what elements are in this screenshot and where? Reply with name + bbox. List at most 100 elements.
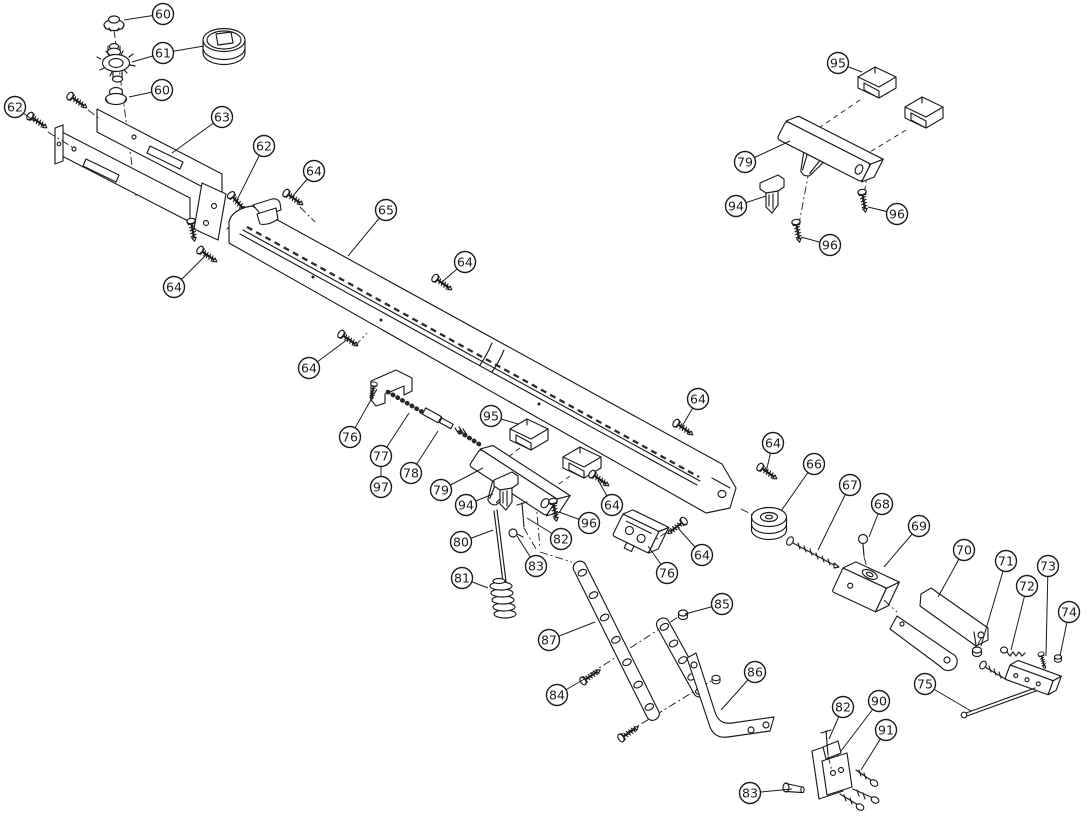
callout-label: 91 [878, 722, 894, 737]
callout-label: 96 [889, 206, 905, 221]
callout-95: 95 [826, 51, 850, 75]
collar-top [103, 15, 125, 32]
callout-label: 81 [454, 570, 470, 585]
callout-label: 60 [155, 6, 171, 21]
callout-label: 64 [694, 547, 710, 562]
callout-64: 64 [302, 159, 326, 183]
tensioner-bracket [370, 369, 413, 407]
callout-label: 90 [871, 693, 887, 708]
screw-62 [24, 109, 51, 133]
callout-64: 64 [162, 275, 186, 299]
callout-80: 80 [449, 530, 473, 554]
callout-75: 75 [913, 672, 937, 696]
callout-82: 82 [831, 695, 855, 719]
callout-label: 76 [659, 565, 675, 580]
callout-64: 64 [761, 431, 785, 455]
callout-72: 72 [1015, 574, 1039, 598]
lag-screws [839, 769, 880, 811]
chain-clip [904, 96, 944, 129]
lag-screw [979, 660, 1008, 681]
callout-86: 86 [743, 660, 767, 684]
header-plate [889, 587, 989, 672]
callout-67: 67 [838, 473, 862, 497]
rail-end-hole [717, 489, 727, 499]
nut [711, 674, 721, 685]
callout-label: 64 [690, 391, 706, 406]
callout-label: 70 [956, 542, 972, 557]
callout-label: 71 [998, 553, 1014, 568]
door-arm-assembly [572, 560, 775, 745]
callout-label: 67 [842, 477, 858, 492]
callout-label: 65 [378, 202, 394, 217]
rail-joint [479, 342, 505, 373]
idler-block [832, 561, 900, 613]
rail-end-assembly [612, 506, 1063, 719]
callout-label: 96 [822, 237, 838, 252]
clevis-pin [782, 782, 805, 794]
leader-line-67 [817, 484, 851, 551]
callout-76: 76 [655, 561, 679, 585]
callout-label: 64 [306, 163, 322, 178]
callout-91: 91 [874, 718, 898, 742]
door-bracket-assembly [782, 729, 880, 811]
screw-96 [856, 187, 871, 215]
callout-64: 64 [686, 387, 710, 411]
callout-64: 64 [297, 356, 321, 380]
collar-bottom [104, 86, 128, 106]
callout-94: 94 [454, 493, 478, 517]
sprocket [96, 42, 136, 83]
release-bolt [516, 501, 537, 550]
pulley-bolt [786, 536, 840, 569]
callout-83: 83 [524, 554, 548, 578]
screw-64c [429, 271, 456, 295]
callout-95: 95 [479, 404, 503, 428]
callout-label: 64 [301, 360, 317, 375]
bracket-end-plate [193, 182, 227, 241]
clevis-bracket [1004, 659, 1062, 696]
callout-label: 64 [765, 435, 781, 450]
bolt [615, 722, 642, 745]
callout-62: 62 [3, 95, 27, 119]
callout-label: 86 [747, 664, 763, 679]
callout-60: 60 [151, 2, 175, 26]
rail [228, 198, 737, 514]
nut-74 [1053, 654, 1063, 663]
callout-64: 64 [600, 493, 624, 517]
callout-label: 73 [1040, 558, 1056, 573]
release-knob [508, 528, 524, 538]
chain-clip [857, 66, 897, 99]
callout-label: 78 [403, 465, 419, 480]
callout-83: 83 [738, 781, 762, 805]
callout-label: 61 [155, 45, 171, 60]
callout-63: 63 [210, 105, 234, 129]
trolley-body [469, 444, 571, 517]
callout-65: 65 [374, 198, 398, 222]
callout-label: 76 [342, 429, 358, 444]
callout-label: 97 [373, 479, 389, 494]
callout-label: 83 [742, 785, 758, 800]
callout-balloons: 6061606263626465646464957994969676777897… [3, 2, 1081, 805]
screw-64e [586, 467, 613, 491]
callout-label: 62 [7, 99, 23, 114]
callout-60: 60 [150, 78, 174, 102]
header-bracket-assembly [24, 15, 456, 351]
callout-label: 64 [604, 497, 620, 512]
callout-84: 84 [545, 683, 569, 707]
callout-label: 77 [373, 448, 389, 463]
callout-76: 76 [338, 425, 362, 449]
door-bracket [811, 740, 853, 800]
callout-label: 82 [553, 531, 569, 546]
callout-label: 60 [154, 82, 170, 97]
curved-arm [686, 652, 775, 738]
callout-70: 70 [952, 538, 976, 562]
callout-label: 74 [1061, 604, 1077, 619]
callout-79: 79 [733, 150, 757, 174]
callout-74: 74 [1057, 600, 1081, 624]
callout-label: 69 [911, 518, 927, 533]
callout-90: 90 [867, 689, 891, 713]
callout-label: 72 [1019, 578, 1035, 593]
callout-label: 68 [874, 496, 890, 511]
trolley-body [777, 115, 884, 183]
callout-87: 87 [537, 628, 561, 652]
